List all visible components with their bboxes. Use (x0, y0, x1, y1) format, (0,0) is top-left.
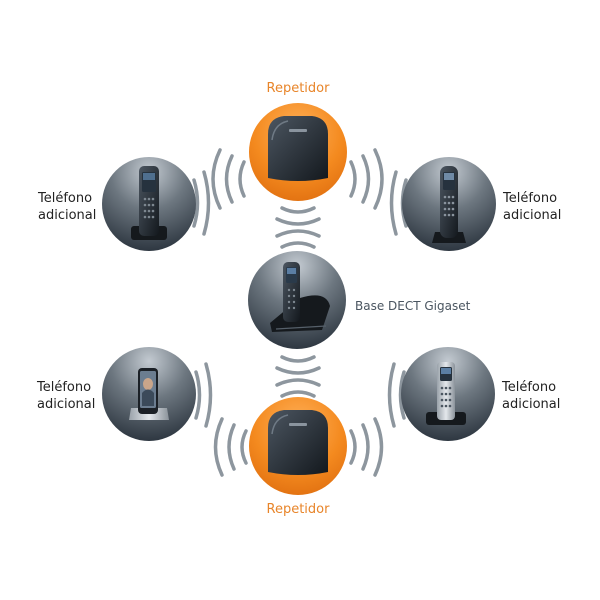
waves-handset-bottom-left (194, 362, 213, 428)
dect-repeater-icon (268, 410, 328, 475)
repeater-bottom-label: Repetidor (266, 502, 330, 517)
dect-repeater-icon (268, 116, 328, 181)
handset-label-line1: Teléfono (38, 191, 93, 206)
base-station-node (248, 251, 346, 349)
handset-top-left-label: Teléfono adicional (38, 190, 118, 224)
dect-base-station-icon (270, 262, 330, 332)
handset-label-line2: adicional (38, 208, 97, 223)
repeater-top-label: Repetidor (266, 81, 330, 96)
handset-label-line2: adicional (503, 208, 562, 223)
handset-bottom-left-label: Teléfono adicional (37, 379, 117, 413)
handset-bottom-right-node (401, 347, 495, 441)
cordless-handset-icon (432, 166, 466, 243)
handset-label-line2: adicional (37, 397, 96, 412)
touchscreen-handset-icon (129, 368, 169, 420)
waves-repeater-top (211, 148, 384, 210)
base-station-label: Base DECT Gigaset (355, 299, 471, 313)
handset-top-left-node (102, 157, 196, 251)
handset-bottom-left-node (102, 347, 196, 441)
repeater-top-node (249, 103, 347, 201)
handset-bottom-right-label: Teléfono adicional (502, 379, 582, 413)
signal-waves (192, 148, 408, 477)
handset-label-line1: Teléfono (502, 380, 557, 395)
handset-top-right-node (402, 157, 496, 251)
waves-top-vertical (275, 206, 321, 249)
handset-label-line1: Teléfono (503, 191, 558, 206)
waves-handset-top-left (192, 170, 211, 236)
waves-repeater-bottom (213, 417, 384, 477)
handset-label-line2: adicional (502, 397, 561, 412)
waves-bottom-vertical (275, 355, 321, 398)
handset-top-right-label: Teléfono adicional (503, 190, 583, 224)
repeater-bottom-node (249, 397, 347, 495)
cordless-handset-icon (426, 362, 466, 425)
handset-label-line1: Teléfono (37, 380, 92, 395)
cordless-handset-icon (131, 166, 167, 240)
waves-handset-bottom-right (387, 362, 406, 428)
